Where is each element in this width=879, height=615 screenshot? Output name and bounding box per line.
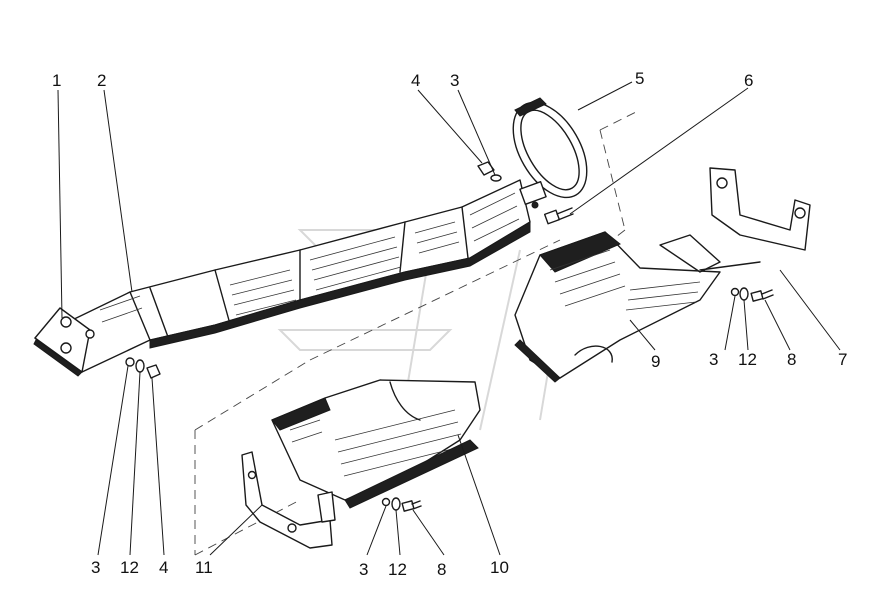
- lower-heat-shield: [271, 379, 481, 509]
- right-fastener-set: [730, 287, 774, 302]
- callout-label: 2: [97, 71, 106, 90]
- lower-bracket: [241, 451, 336, 549]
- callout-label: 10: [490, 558, 509, 577]
- callout-label: 5: [635, 69, 644, 88]
- clamp-bolt: [543, 207, 574, 225]
- callout-label: 3: [91, 558, 100, 577]
- left-fastener-set: [125, 357, 161, 379]
- center-fastener-set: [381, 497, 422, 512]
- right-heat-shield: [514, 231, 721, 383]
- callout-label: 3: [450, 71, 459, 90]
- mounting-bracket: [699, 167, 811, 271]
- callout-label: 3: [359, 560, 368, 579]
- callout-label: 7: [838, 350, 847, 369]
- callout-label: 12: [388, 560, 407, 579]
- callout-label: 8: [437, 560, 446, 579]
- callout-label: 6: [744, 71, 753, 90]
- callout-labels: 1 2 4 3 5 6 3 12 8 7 9 3 12 4 11 3 12 8 …: [52, 69, 847, 579]
- callout-label: 4: [159, 558, 168, 577]
- callout-label: 8: [787, 350, 796, 369]
- callout-label: 9: [651, 352, 660, 371]
- callout-label: 4: [411, 71, 420, 90]
- callout-label: 1: [52, 71, 61, 90]
- callout-label: 11: [195, 558, 213, 577]
- callout-label: 12: [120, 558, 139, 577]
- leader-lines: [57, 81, 841, 556]
- callout-label: 12: [738, 350, 757, 369]
- clamp-band: [512, 97, 588, 209]
- clamp-nut-and-washer: [477, 161, 502, 182]
- exhaust-pipe-assembly: [33, 179, 531, 377]
- callout-label: 3: [709, 350, 718, 369]
